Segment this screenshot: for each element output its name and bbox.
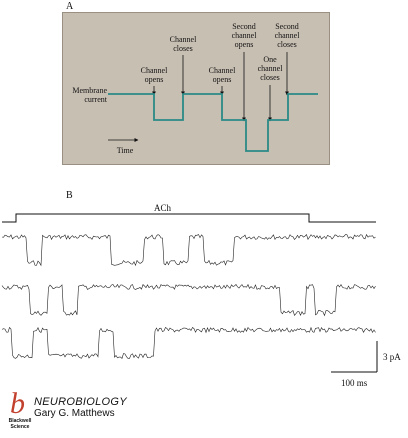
label-line: closes <box>277 40 297 49</box>
label-line: One <box>263 55 277 64</box>
label-line: Channel <box>169 35 197 44</box>
label-second-channel-closes: Second channel closes <box>264 22 310 49</box>
blackwell-logo: b <box>10 387 25 420</box>
book-title: NEUROBIOLOGY <box>34 396 127 408</box>
label-line: channel <box>257 64 283 73</box>
trace-3 <box>1 326 376 359</box>
single-channel-traces <box>1 233 376 359</box>
label-channel-closes-1: Channel closes <box>160 35 206 53</box>
label-time: Time <box>116 146 134 155</box>
label-channel-opens-2: Channel opens <box>199 66 245 84</box>
label-channel-opens-1: Channel opens <box>131 66 177 84</box>
panel-a-letter: A <box>66 1 74 12</box>
publisher-imprint: Blackwell Science <box>5 418 35 430</box>
label-line: current <box>84 95 107 104</box>
label-line: channel <box>274 31 300 40</box>
trace-1 <box>1 233 376 267</box>
trace-2 <box>1 283 376 317</box>
panel-a-diagram <box>62 12 330 165</box>
book-author: Gary G. Matthews <box>34 408 115 419</box>
scale-current-label: 3 pA <box>383 352 401 362</box>
label-line: Channel <box>208 66 236 75</box>
label-line: opens <box>234 40 254 49</box>
label-line: Second <box>275 22 299 31</box>
label-line: Second <box>232 22 256 31</box>
label-line: opens <box>144 75 164 84</box>
ach-label: ACh <box>154 203 172 213</box>
label-membrane-current: Membrane current <box>60 86 107 104</box>
scale-time-label: 100 ms <box>341 378 368 388</box>
label-line: closes <box>173 44 193 53</box>
imprint-line: Science <box>10 424 30 430</box>
ach-stimulus-bar <box>2 213 376 223</box>
label-line: channel <box>231 31 257 40</box>
label-one-channel-closes: One channel closes <box>247 55 293 82</box>
label-line: Membrane <box>72 86 107 95</box>
label-second-channel-opens: Second channel opens <box>221 22 267 49</box>
label-line: Channel <box>140 66 168 75</box>
imprint-line: Blackwell <box>8 418 32 424</box>
panel-b-letter: B <box>66 190 73 201</box>
membrane-current-trace <box>108 93 318 152</box>
label-line: opens <box>212 75 232 84</box>
label-line: closes <box>260 73 280 82</box>
